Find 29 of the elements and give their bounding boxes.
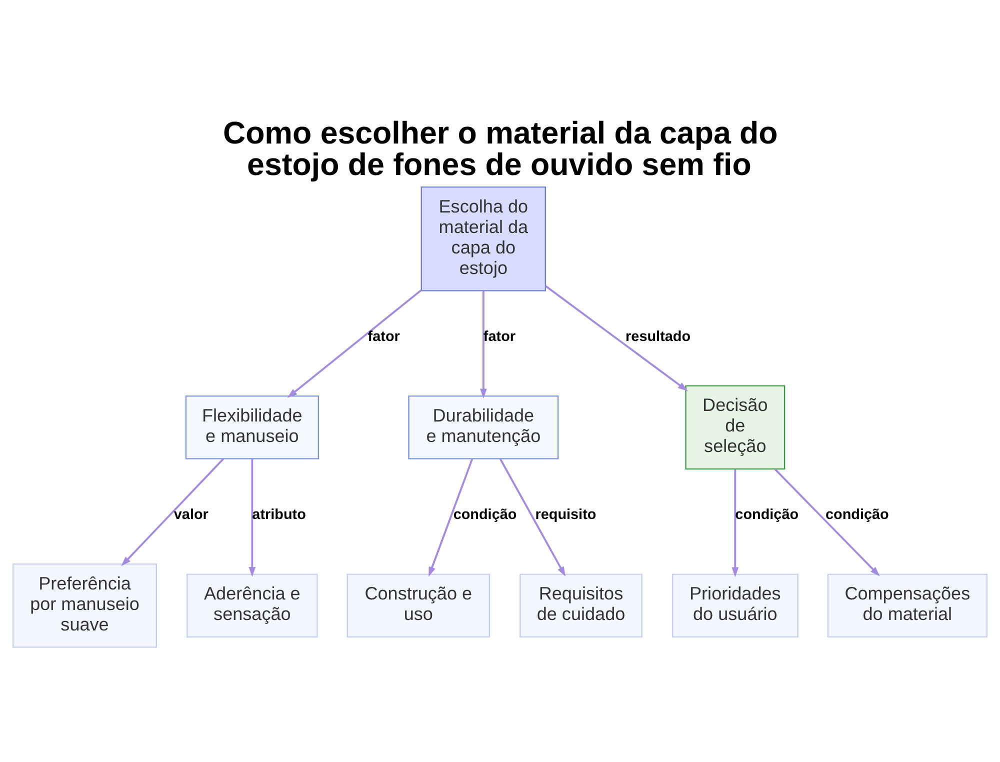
arrow (732, 469, 739, 578)
arrow (248, 458, 256, 577)
edge-label: fator (483, 328, 516, 345)
arrow (121, 458, 224, 566)
node-box: Escolha do material da capa do estojo (420, 186, 546, 292)
node-box: Aderência e sensação (186, 574, 318, 638)
node-box: Compensações do material (827, 574, 988, 638)
arrow (428, 458, 474, 577)
arrow (287, 289, 422, 398)
node-box: Prioridades do usuário (672, 574, 798, 638)
diagram-title: Como escolher o material da capa do estojo de fones de ouvido sem fio (222, 115, 778, 182)
node-box: Durabilidade e manutenção (408, 395, 559, 460)
node-box: Preferência por manuseio suave (12, 563, 158, 648)
edge-label: fator (368, 328, 400, 345)
edge-label: condição (735, 507, 799, 524)
node-box: Flexibilidade e manuseio (185, 395, 320, 460)
edge-label: resultado (626, 328, 691, 345)
node-box: Requisitos de cuidado (520, 574, 642, 638)
node-box: Decisão de seleção (685, 385, 786, 470)
edge-label: requisito (535, 507, 596, 524)
edge-label: condição (453, 507, 517, 524)
arrow (545, 285, 688, 392)
arrow (480, 290, 487, 399)
arrow (774, 468, 880, 576)
node-box: Construção e uso (346, 574, 490, 638)
edge-label: condição (826, 507, 889, 524)
edge-label: atributo (252, 507, 306, 524)
edge-label: valor (174, 507, 208, 524)
arrow (499, 458, 566, 577)
